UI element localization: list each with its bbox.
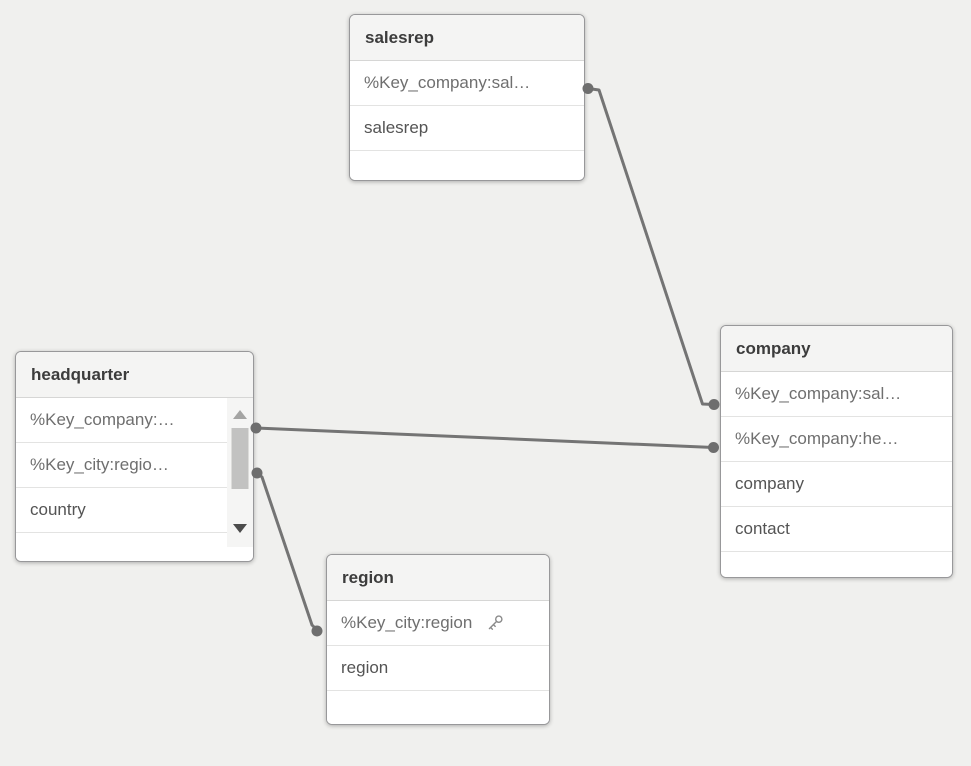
field-row[interactable]: contact bbox=[721, 507, 952, 552]
field-row[interactable]: country bbox=[16, 488, 227, 533]
table-title: headquarter bbox=[31, 364, 130, 384]
scroll-down-icon[interactable] bbox=[233, 524, 247, 533]
field-label: country bbox=[30, 500, 86, 519]
table-headquarter[interactable]: headquarter %Key_company:… %Key_city:reg… bbox=[15, 351, 254, 562]
table-header[interactable]: salesrep bbox=[350, 15, 584, 61]
field-row[interactable]: company bbox=[721, 462, 952, 507]
field-label: %Key_company:sal… bbox=[364, 73, 531, 92]
scroll-thumb[interactable] bbox=[231, 428, 249, 489]
key-icon bbox=[486, 614, 504, 632]
table-region[interactable]: region %Key_city:region region bbox=[326, 554, 550, 725]
table-company[interactable]: company %Key_company:sal… %Key_company:h… bbox=[720, 325, 953, 578]
empty-row bbox=[16, 547, 253, 561]
field-row[interactable]: region bbox=[327, 646, 549, 691]
table-salesrep[interactable]: salesrep %Key_company:sal… salesrep bbox=[349, 14, 585, 181]
field-label: %Key_company:he… bbox=[735, 429, 899, 448]
connector-headquarter-company bbox=[254, 426, 715, 449]
table-header[interactable]: region bbox=[327, 555, 549, 601]
field-label: %Key_company:… bbox=[30, 410, 175, 429]
field-row[interactable]: %Key_city:regio… bbox=[16, 443, 227, 488]
connector-headquarter-region bbox=[255, 471, 319, 632]
table-title: region bbox=[342, 567, 394, 587]
connector-dot bbox=[311, 625, 323, 637]
field-label: region bbox=[341, 658, 389, 677]
field-row[interactable]: %Key_city:region bbox=[327, 601, 549, 646]
field-label: %Key_company:sal… bbox=[735, 384, 902, 403]
empty-row bbox=[721, 552, 952, 577]
table-title: salesrep bbox=[365, 27, 434, 47]
connector-dot bbox=[708, 399, 720, 410]
connector-dot bbox=[708, 442, 719, 453]
field-row[interactable]: %Key_company:… bbox=[16, 398, 227, 443]
field-row[interactable]: salesrep bbox=[350, 106, 584, 151]
field-label: %Key_city:region bbox=[341, 613, 473, 632]
connector-salesrep-company bbox=[586, 87, 716, 406]
table-header[interactable]: headquarter bbox=[16, 352, 253, 398]
field-label: salesrep bbox=[364, 118, 429, 137]
empty-row bbox=[350, 151, 584, 180]
field-row[interactable]: %Key_company:he… bbox=[721, 417, 952, 462]
table-title: company bbox=[736, 338, 811, 358]
field-row[interactable]: %Key_company:sal… bbox=[350, 61, 584, 106]
field-label: contact bbox=[735, 519, 790, 538]
field-label: %Key_city:regio… bbox=[30, 455, 169, 474]
field-row[interactable]: %Key_company:sal… bbox=[721, 372, 952, 417]
table-header[interactable]: company bbox=[721, 326, 952, 372]
empty-row bbox=[327, 691, 549, 724]
scroll-up-icon[interactable] bbox=[233, 410, 247, 419]
table-scrollbar[interactable] bbox=[227, 398, 253, 547]
field-label: company bbox=[735, 474, 804, 493]
